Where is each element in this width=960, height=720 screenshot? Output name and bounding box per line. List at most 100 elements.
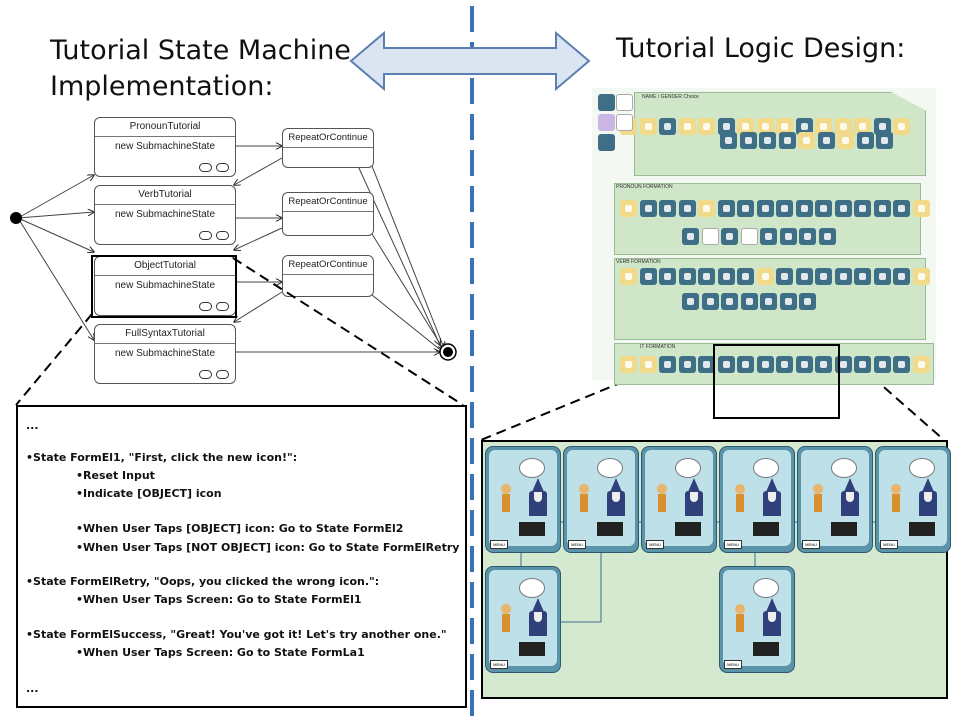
code-line: •When User Taps Screen: Go to State Form…	[76, 593, 362, 606]
logic-tile	[776, 356, 793, 373]
state-body: new SubmachineState	[114, 209, 216, 220]
logic-tile	[854, 118, 871, 135]
logic-tile	[698, 356, 715, 373]
panel-scene	[645, 450, 713, 546]
menu-button: MENU	[646, 540, 664, 549]
menu-button: MENU	[724, 540, 742, 549]
logic-tile	[698, 200, 715, 217]
child-character-icon	[657, 484, 667, 514]
child-character-icon	[735, 484, 745, 514]
logic-tile	[759, 132, 776, 149]
state-repeat-or-continue-2: RepeatOrContinue	[282, 192, 374, 236]
state-pronoun-tutorial: PronounTutorial new SubmachineState	[94, 117, 236, 177]
logic-tile	[678, 200, 696, 217]
code-line: •State FormEl1, "First, click the new ic…	[26, 451, 298, 464]
logic-tile	[737, 200, 754, 217]
wizard-character-icon	[763, 478, 781, 516]
logic-tile	[760, 293, 777, 310]
state-name: FullSyntaxTutorial	[95, 325, 235, 344]
icon-grid-icon	[519, 642, 545, 656]
logic-tile	[720, 132, 737, 149]
icon-grid-icon	[753, 522, 779, 536]
logic-tile	[639, 200, 657, 217]
logic-tile	[912, 356, 930, 373]
speech-bubble-icon	[675, 458, 701, 478]
logic-legend-tile	[616, 94, 633, 111]
logic-tile	[756, 268, 774, 285]
logic-group-label: IT FORMATION	[640, 344, 676, 350]
repeat-name: RepeatOrContinue	[283, 193, 373, 212]
logic-tile	[756, 200, 774, 217]
state-machine-edges	[10, 0, 457, 361]
logic-group-label: NAME / GENDER Choice	[642, 94, 699, 100]
logic-tile	[799, 228, 816, 245]
logic-design-overview: NAME / GENDER Choice PRONOUN FORMATION V…	[592, 88, 936, 385]
storyboard-panel: MENU	[719, 446, 795, 553]
child-character-icon	[891, 484, 901, 514]
icon-grid-icon	[519, 522, 545, 536]
double-arrow-icon	[349, 30, 591, 92]
speech-bubble-icon	[753, 578, 779, 598]
icon-grid-icon	[831, 522, 857, 536]
logic-tile	[678, 118, 696, 135]
logic-tile	[659, 200, 676, 217]
logic-tile	[682, 228, 699, 245]
logic-tile	[620, 200, 637, 217]
logic-tile	[698, 118, 715, 135]
state-verb-tutorial: VerbTutorial new SubmachineState	[94, 185, 236, 245]
menu-button: MENU	[724, 660, 742, 669]
panel-scene	[801, 450, 869, 546]
logic-tile	[776, 268, 793, 285]
submachine-icon	[199, 163, 229, 172]
child-character-icon	[501, 604, 511, 634]
logic-tile	[620, 356, 637, 373]
logic-tile	[776, 200, 793, 217]
code-line: •When User Taps [NOT OBJECT] icon: Go to…	[76, 541, 460, 554]
logic-tile	[815, 118, 832, 135]
logic-tile	[893, 268, 910, 285]
code-line: ...	[26, 419, 39, 432]
logic-legend-tile	[616, 114, 633, 131]
code-line: •State FormElRetry, "Oops, you clicked t…	[26, 575, 380, 588]
logic-tile	[737, 356, 754, 373]
logic-tile	[873, 200, 891, 217]
logic-tile	[817, 132, 835, 149]
logic-tile	[893, 200, 910, 217]
state-body: new SubmachineState	[114, 280, 216, 291]
logic-tile	[678, 356, 696, 373]
logic-legend-tile	[598, 94, 615, 111]
state-repeat-or-continue-3: RepeatOrContinue	[282, 255, 374, 297]
logic-tile	[795, 118, 813, 135]
panel-scene	[879, 450, 947, 546]
logic-group-label: VERB FORMATION	[616, 259, 661, 265]
wizard-character-icon	[841, 478, 859, 516]
icon-grid-icon	[909, 522, 935, 536]
menu-button: MENU	[802, 540, 820, 549]
logic-legend-tile	[598, 114, 615, 131]
logic-tile	[756, 356, 774, 373]
logic-tile	[739, 132, 757, 149]
storyboard-panel: MENU	[641, 446, 717, 553]
logic-tile	[779, 293, 797, 310]
logic-tile	[873, 268, 891, 285]
logic-tile	[776, 118, 793, 135]
storyboard-panel: MENU	[563, 446, 639, 553]
speech-bubble-icon	[597, 458, 623, 478]
icon-grid-icon	[597, 522, 623, 536]
state-definition-box: ... •State FormEl1, "First, click the ne…	[16, 405, 467, 708]
logic-tile	[620, 268, 637, 285]
panel-scene	[489, 450, 557, 546]
logic-tile	[854, 200, 871, 217]
speech-bubble-icon	[909, 458, 935, 478]
logic-tile	[799, 293, 816, 310]
logic-tile	[798, 132, 815, 149]
wizard-character-icon	[529, 598, 547, 636]
code-line: •Reset Input	[76, 469, 155, 482]
logic-tile	[834, 118, 852, 135]
left-title-line1: Tutorial State Machine	[50, 35, 351, 66]
logic-group-label: PRONOUN FORMATION	[616, 184, 673, 190]
logic-tile	[815, 200, 832, 217]
child-character-icon	[579, 484, 589, 514]
logic-tile	[778, 132, 796, 149]
logic-tile	[873, 118, 891, 135]
